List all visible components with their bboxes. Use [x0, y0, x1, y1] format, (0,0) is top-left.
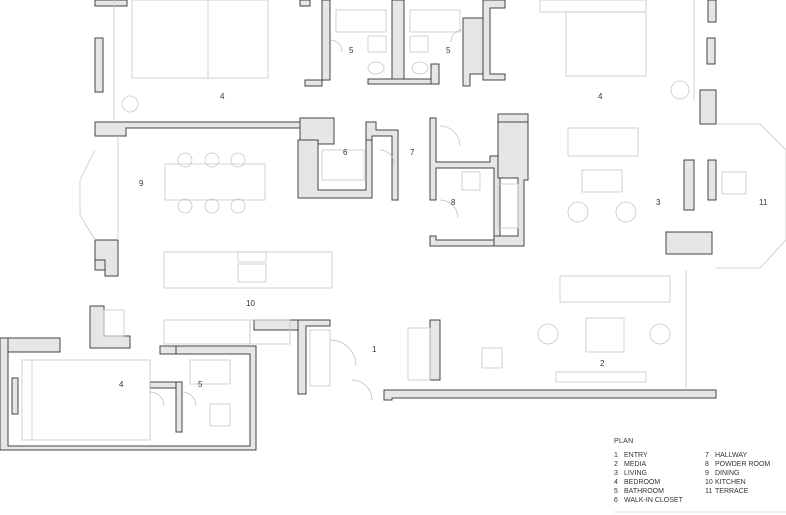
walls — [0, 0, 717, 451]
room-label-bathroom-top-b: 5 — [446, 46, 451, 55]
room-label-living: 3 — [656, 198, 661, 207]
room-label-bedroom-top-left: 4 — [220, 92, 225, 101]
door-swings — [149, 29, 464, 407]
room-label-entry: 1 — [372, 345, 377, 354]
room-label-walk-in-closet: 6 — [343, 148, 348, 157]
room-label-powder-room: 8 — [451, 198, 456, 207]
room-label-media: 2 — [600, 359, 605, 368]
room-label-bathroom-bottom: 5 — [198, 380, 203, 389]
room-label-bedroom-top-right: 4 — [598, 92, 603, 101]
room-label-bedroom-bottom-left: 4 — [119, 380, 124, 389]
room-label-kitchen: 10 — [246, 299, 255, 308]
furniture — [21, 0, 786, 441]
room-label-hallway: 7 — [410, 148, 415, 157]
room-label-terrace: 11 — [759, 198, 768, 207]
room-label-bathroom-top-a: 5 — [349, 46, 354, 55]
legend-title: PLAN — [614, 438, 634, 445]
room-label-dining: 9 — [139, 179, 144, 188]
